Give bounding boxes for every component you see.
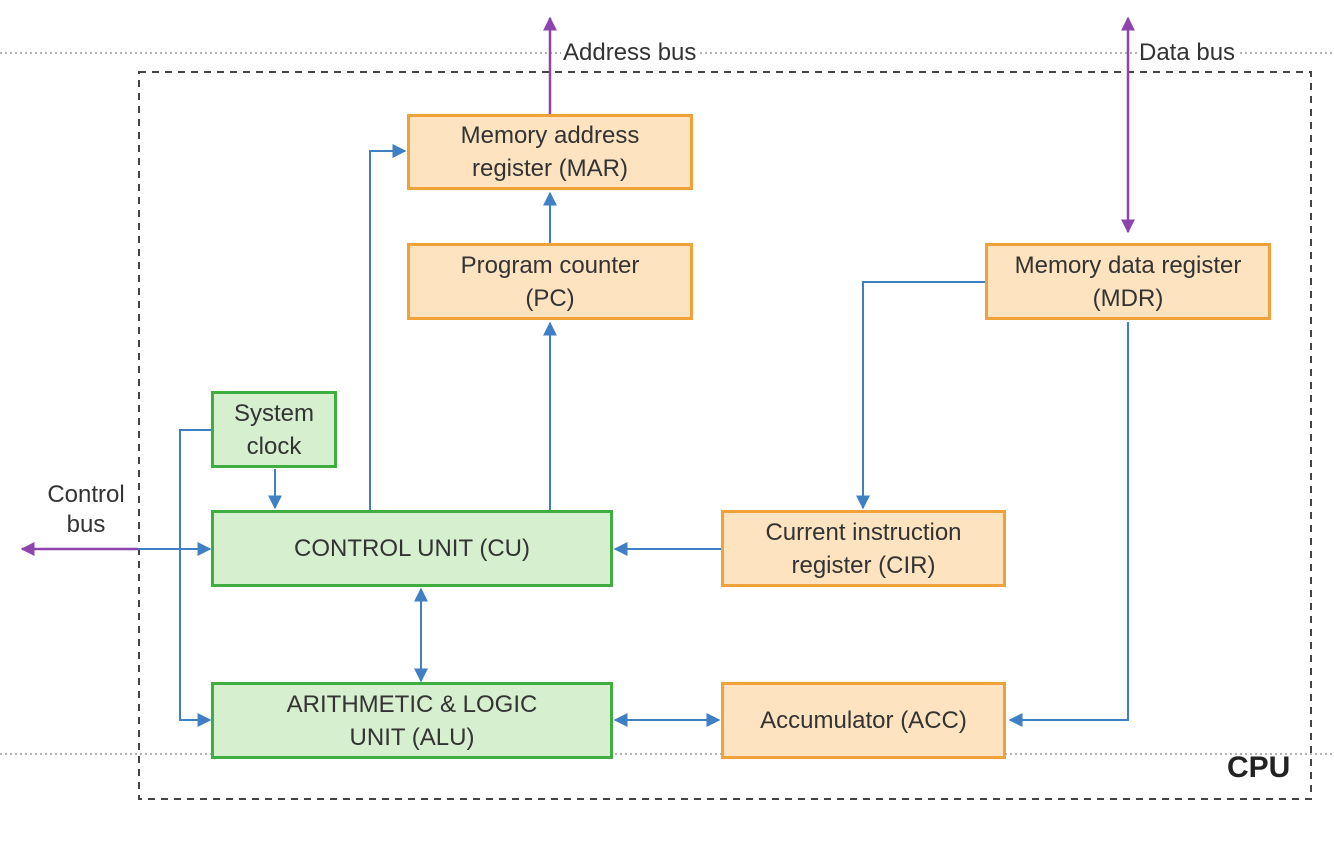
- arrow-cu-to-mar: [369, 144, 407, 510]
- control-bus-label: Control bus: [47, 481, 125, 538]
- cpu-boundary: [138, 71, 1312, 800]
- arrow-mdr-to-acc: [1008, 322, 1129, 727]
- control-unit-box: CONTROL UNIT (CU): [211, 510, 613, 587]
- system-clock-label: System clock: [233, 399, 314, 460]
- alu-box: ARITHMETIC & LOGIC UNIT (ALU): [211, 682, 613, 759]
- mdr-label: Memory data register (MDR): [1014, 251, 1242, 312]
- system-clock-box: System clock: [211, 391, 337, 468]
- alu-label: ARITHMETIC & LOGIC UNIT (ALU): [286, 690, 538, 751]
- pc-label: Program counter (PC): [460, 251, 640, 312]
- cir-box: Current instruction register (CIR): [721, 510, 1006, 587]
- accumulator-label: Accumulator (ACC): [760, 707, 967, 734]
- data-bus-label: Data bus: [1137, 38, 1238, 68]
- mar-box: Memory address register (MAR): [407, 114, 693, 190]
- cpu-label: CPU: [1227, 751, 1291, 784]
- control-unit-label: CONTROL UNIT (CU): [294, 535, 530, 562]
- arrow-mdr-to-cir: [856, 281, 985, 510]
- mdr-box: Memory data register (MDR): [985, 243, 1271, 320]
- edge-fragment: [0, 88, 6, 110]
- mar-label: Memory address register (MAR): [460, 122, 640, 182]
- accumulator-box: Accumulator (ACC): [721, 682, 1006, 759]
- address-bus-label: Address bus: [561, 38, 699, 68]
- arrow-clock-to-alu: [179, 429, 212, 727]
- cir-label: Current instruction register (CIR): [765, 518, 962, 579]
- pc-box: Program counter (PC): [407, 243, 693, 320]
